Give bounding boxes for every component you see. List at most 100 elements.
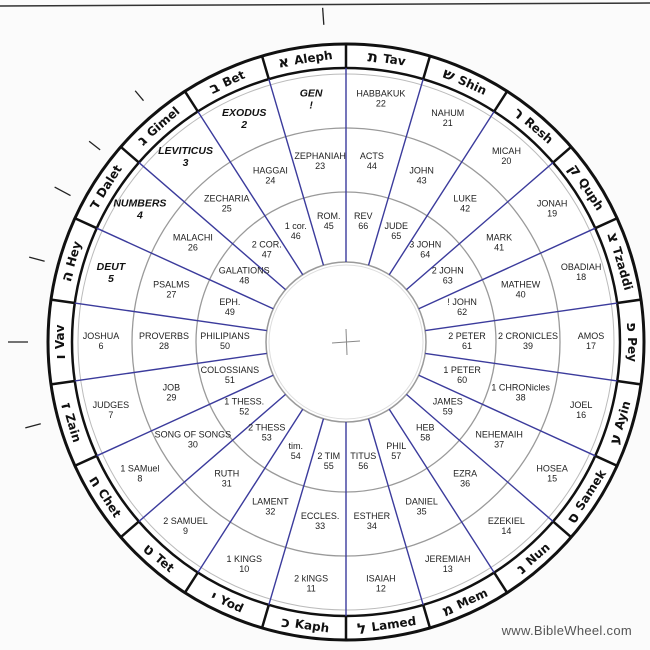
book-number: 59 <box>443 406 453 416</box>
book-name: MALACHI <box>173 233 213 243</box>
book-number: 4 <box>136 210 143 222</box>
book-number: 37 <box>494 439 504 449</box>
letter-band-divider <box>493 90 509 113</box>
letter-name: Aleph <box>293 48 333 67</box>
spoke-line <box>406 162 554 291</box>
book-name: 2 kINGS <box>294 574 328 584</box>
book-name: JONAH <box>537 199 568 209</box>
book-name: NUMBERS <box>113 198 166 210</box>
book-number: 2 <box>240 119 247 131</box>
letter-name: Lamed <box>371 614 418 634</box>
book-number: 54 <box>291 451 301 461</box>
hebrew-glyph: ל <box>356 618 373 638</box>
book-number: 42 <box>460 203 470 213</box>
letter-name: Tav <box>382 51 406 68</box>
book-name: JOSHUA <box>83 331 120 341</box>
book-number: 23 <box>315 161 325 171</box>
book-number: 18 <box>576 272 586 282</box>
book-number: 22 <box>376 98 386 108</box>
scan-edge-line <box>0 2 650 7</box>
spoke-line <box>425 352 618 382</box>
letter-name: Pey <box>625 337 639 362</box>
hebrew-glyph: ו <box>51 349 69 359</box>
book-number: 16 <box>576 410 586 420</box>
book-number: 26 <box>188 243 198 253</box>
book-name: GEN <box>300 87 323 99</box>
letter-band-divider <box>617 379 642 386</box>
book-number: 15 <box>547 473 557 483</box>
book-label: GEN! <box>300 87 323 111</box>
book-name: JOHN <box>409 165 434 175</box>
book-name: MATHEW <box>501 280 541 290</box>
book-name: ZECHARIA <box>204 193 250 203</box>
book-name: HEB <box>416 422 435 432</box>
hebrew-glyph: ע <box>606 427 628 447</box>
book-number: 7 <box>108 410 113 420</box>
book-name: SONG OF SONGS <box>155 429 232 439</box>
hub-inner-circle <box>268 264 424 420</box>
letter-band-divider <box>119 145 140 164</box>
book-number: 32 <box>265 507 275 517</box>
book-name: 2 CRONICLES <box>498 331 558 341</box>
hebrew-glyph: ז <box>57 401 77 417</box>
hebrew-glyph: ש <box>440 64 463 87</box>
letter-band-divider <box>594 454 618 467</box>
book-label: EPH.49 <box>219 297 240 317</box>
book-number: 63 <box>443 276 453 286</box>
book-number: 64 <box>420 250 430 260</box>
book-name: ISAIAH <box>366 574 396 584</box>
book-name: ACTS <box>360 151 384 161</box>
spoke-line <box>425 302 618 332</box>
book-name: JUDGES <box>93 400 130 410</box>
book-number: 66 <box>358 221 368 231</box>
letter-name: Kaph <box>294 617 330 636</box>
letter-band-divider <box>260 604 271 629</box>
letter-band-divider <box>552 520 573 539</box>
book-name: 1 CHRONicles <box>491 382 550 392</box>
book-name: DANIEL <box>405 497 438 507</box>
spoke-line <box>74 352 267 382</box>
book-name: EZRA <box>453 469 477 479</box>
book-number: 17 <box>586 341 596 351</box>
book-name: 2 THESS <box>248 422 285 432</box>
book-name: ! JOHN <box>447 297 477 307</box>
book-name: PHILIPIANS <box>200 331 250 341</box>
book-number: 46 <box>291 231 301 241</box>
book-number: 38 <box>516 392 526 402</box>
book-name: ZEPHANIAH <box>294 151 346 161</box>
book-number: 9 <box>183 526 188 536</box>
letter-band-divider <box>493 571 509 594</box>
spoke-line <box>388 111 495 276</box>
book-name: 2 PETER <box>448 331 486 341</box>
book-number: 24 <box>265 175 275 185</box>
letter-band-divider <box>50 379 75 386</box>
book-name: 1 THESS. <box>224 396 264 406</box>
spoke-line <box>367 78 424 266</box>
spoke-line <box>197 111 304 276</box>
book-number: 60 <box>457 375 467 385</box>
